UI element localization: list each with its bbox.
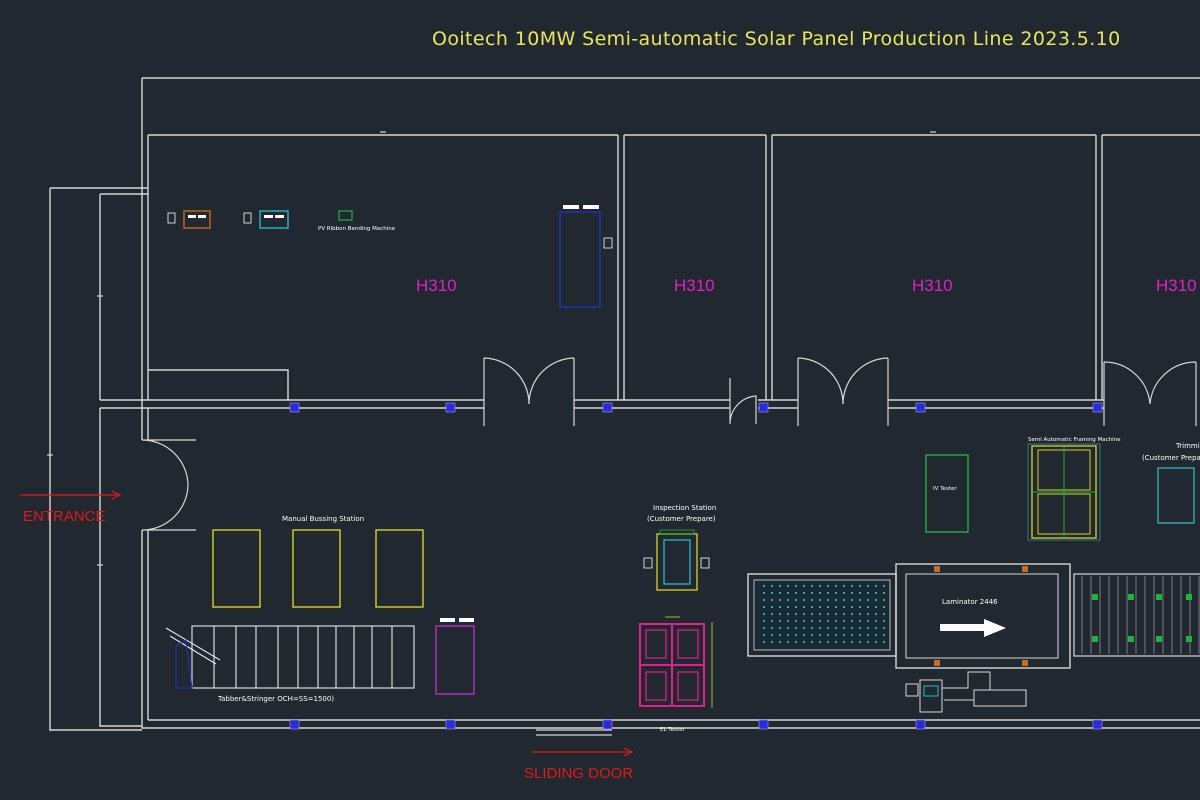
el-tester: EL Tester [660, 727, 686, 733]
operator-icon [603, 237, 613, 249]
framing-machine: Semi Automatic Framing Machine [1027, 437, 1121, 541]
column [915, 719, 926, 730]
column [1092, 402, 1103, 413]
el-tester-label: EL Tester [660, 727, 686, 733]
trimming-station: Trimming (Customer Prepare) [1142, 442, 1200, 524]
inspection-label-1: Inspection Station [653, 504, 716, 512]
room-label-4: H310 [1156, 276, 1197, 295]
conveyor-sensor [1092, 594, 1098, 600]
column [602, 719, 613, 730]
column [758, 719, 769, 730]
iv-tester-label: IV Tester [933, 486, 957, 492]
trimming-label-2: (Customer Prepare) [1142, 454, 1200, 462]
storage-table [559, 205, 613, 308]
column [602, 402, 613, 413]
column [289, 719, 300, 730]
pv-ribbon-label: PV Ribbon Bending Machine [318, 226, 396, 232]
purple-table [435, 618, 475, 695]
entrance-marker: ENTRANCE [20, 490, 122, 525]
tabber-stringer: Tabber&Stringer OCH=SS=1500) [165, 625, 415, 703]
column [1092, 719, 1103, 730]
iv-tester: IV Tester [925, 454, 969, 533]
sliding-door-marker: SLIDING DOOR [524, 747, 633, 782]
control-cabinet [905, 671, 1027, 713]
entrance-label: ENTRANCE [23, 508, 106, 525]
operator-icon [167, 212, 176, 224]
laminator-label: Laminator 2446 [942, 598, 998, 606]
laminator-heating-plate-pattern [762, 584, 886, 644]
room-partitions [100, 134, 1200, 720]
outer-walls [49, 77, 1200, 731]
ribbon-machines: PV Ribbon Bending Machine [167, 210, 396, 232]
structural-columns [289, 402, 1103, 730]
column [758, 402, 769, 413]
manual-bussing-label: Manual Bussing Station [282, 515, 364, 523]
wall-ticks [47, 131, 936, 566]
conveyor-sensor [1186, 594, 1192, 600]
operator-icon [700, 557, 710, 569]
framing-label: Semi Automatic Framing Machine [1028, 437, 1121, 443]
column [445, 719, 456, 730]
machine-orange [183, 210, 211, 229]
column [289, 402, 300, 413]
inspection-station: Inspection Station (Customer Prepare) [643, 504, 716, 591]
conveyor-sensor [1186, 636, 1192, 642]
operator-icon [643, 557, 653, 569]
door-swings [141, 357, 1197, 736]
layup-frame [639, 616, 713, 708]
conveyor-sensor [1128, 594, 1134, 600]
operator-icon [243, 212, 252, 224]
machine-cyan [259, 210, 289, 229]
conveyor-sensor [1156, 636, 1162, 642]
room-label-2: H310 [674, 276, 715, 295]
trimming-label-1: Trimming [1175, 442, 1200, 450]
column [445, 402, 456, 413]
sliding-door-label: SLIDING DOOR [524, 765, 633, 782]
output-conveyor [1073, 573, 1200, 657]
manual-bussing-station: Manual Bussing Station [212, 515, 424, 608]
conveyor-sensor [1092, 636, 1098, 642]
conveyor-sensor [1128, 636, 1134, 642]
drawing-title: Ooitech 10MW Semi-automatic Solar Panel … [432, 28, 1121, 50]
conveyor-sensor [1156, 594, 1162, 600]
laminator: Laminator 2446 [747, 563, 1071, 669]
inspection-label-2: (Customer Prepare) [647, 515, 716, 523]
column [915, 402, 926, 413]
room-label-3: H310 [912, 276, 953, 295]
pv-ribbon-machine [338, 210, 353, 221]
tabber-label: Tabber&Stringer OCH=SS=1500) [217, 695, 334, 703]
room-label-1: H310 [416, 276, 457, 295]
direction-arrow-icon [940, 624, 984, 631]
